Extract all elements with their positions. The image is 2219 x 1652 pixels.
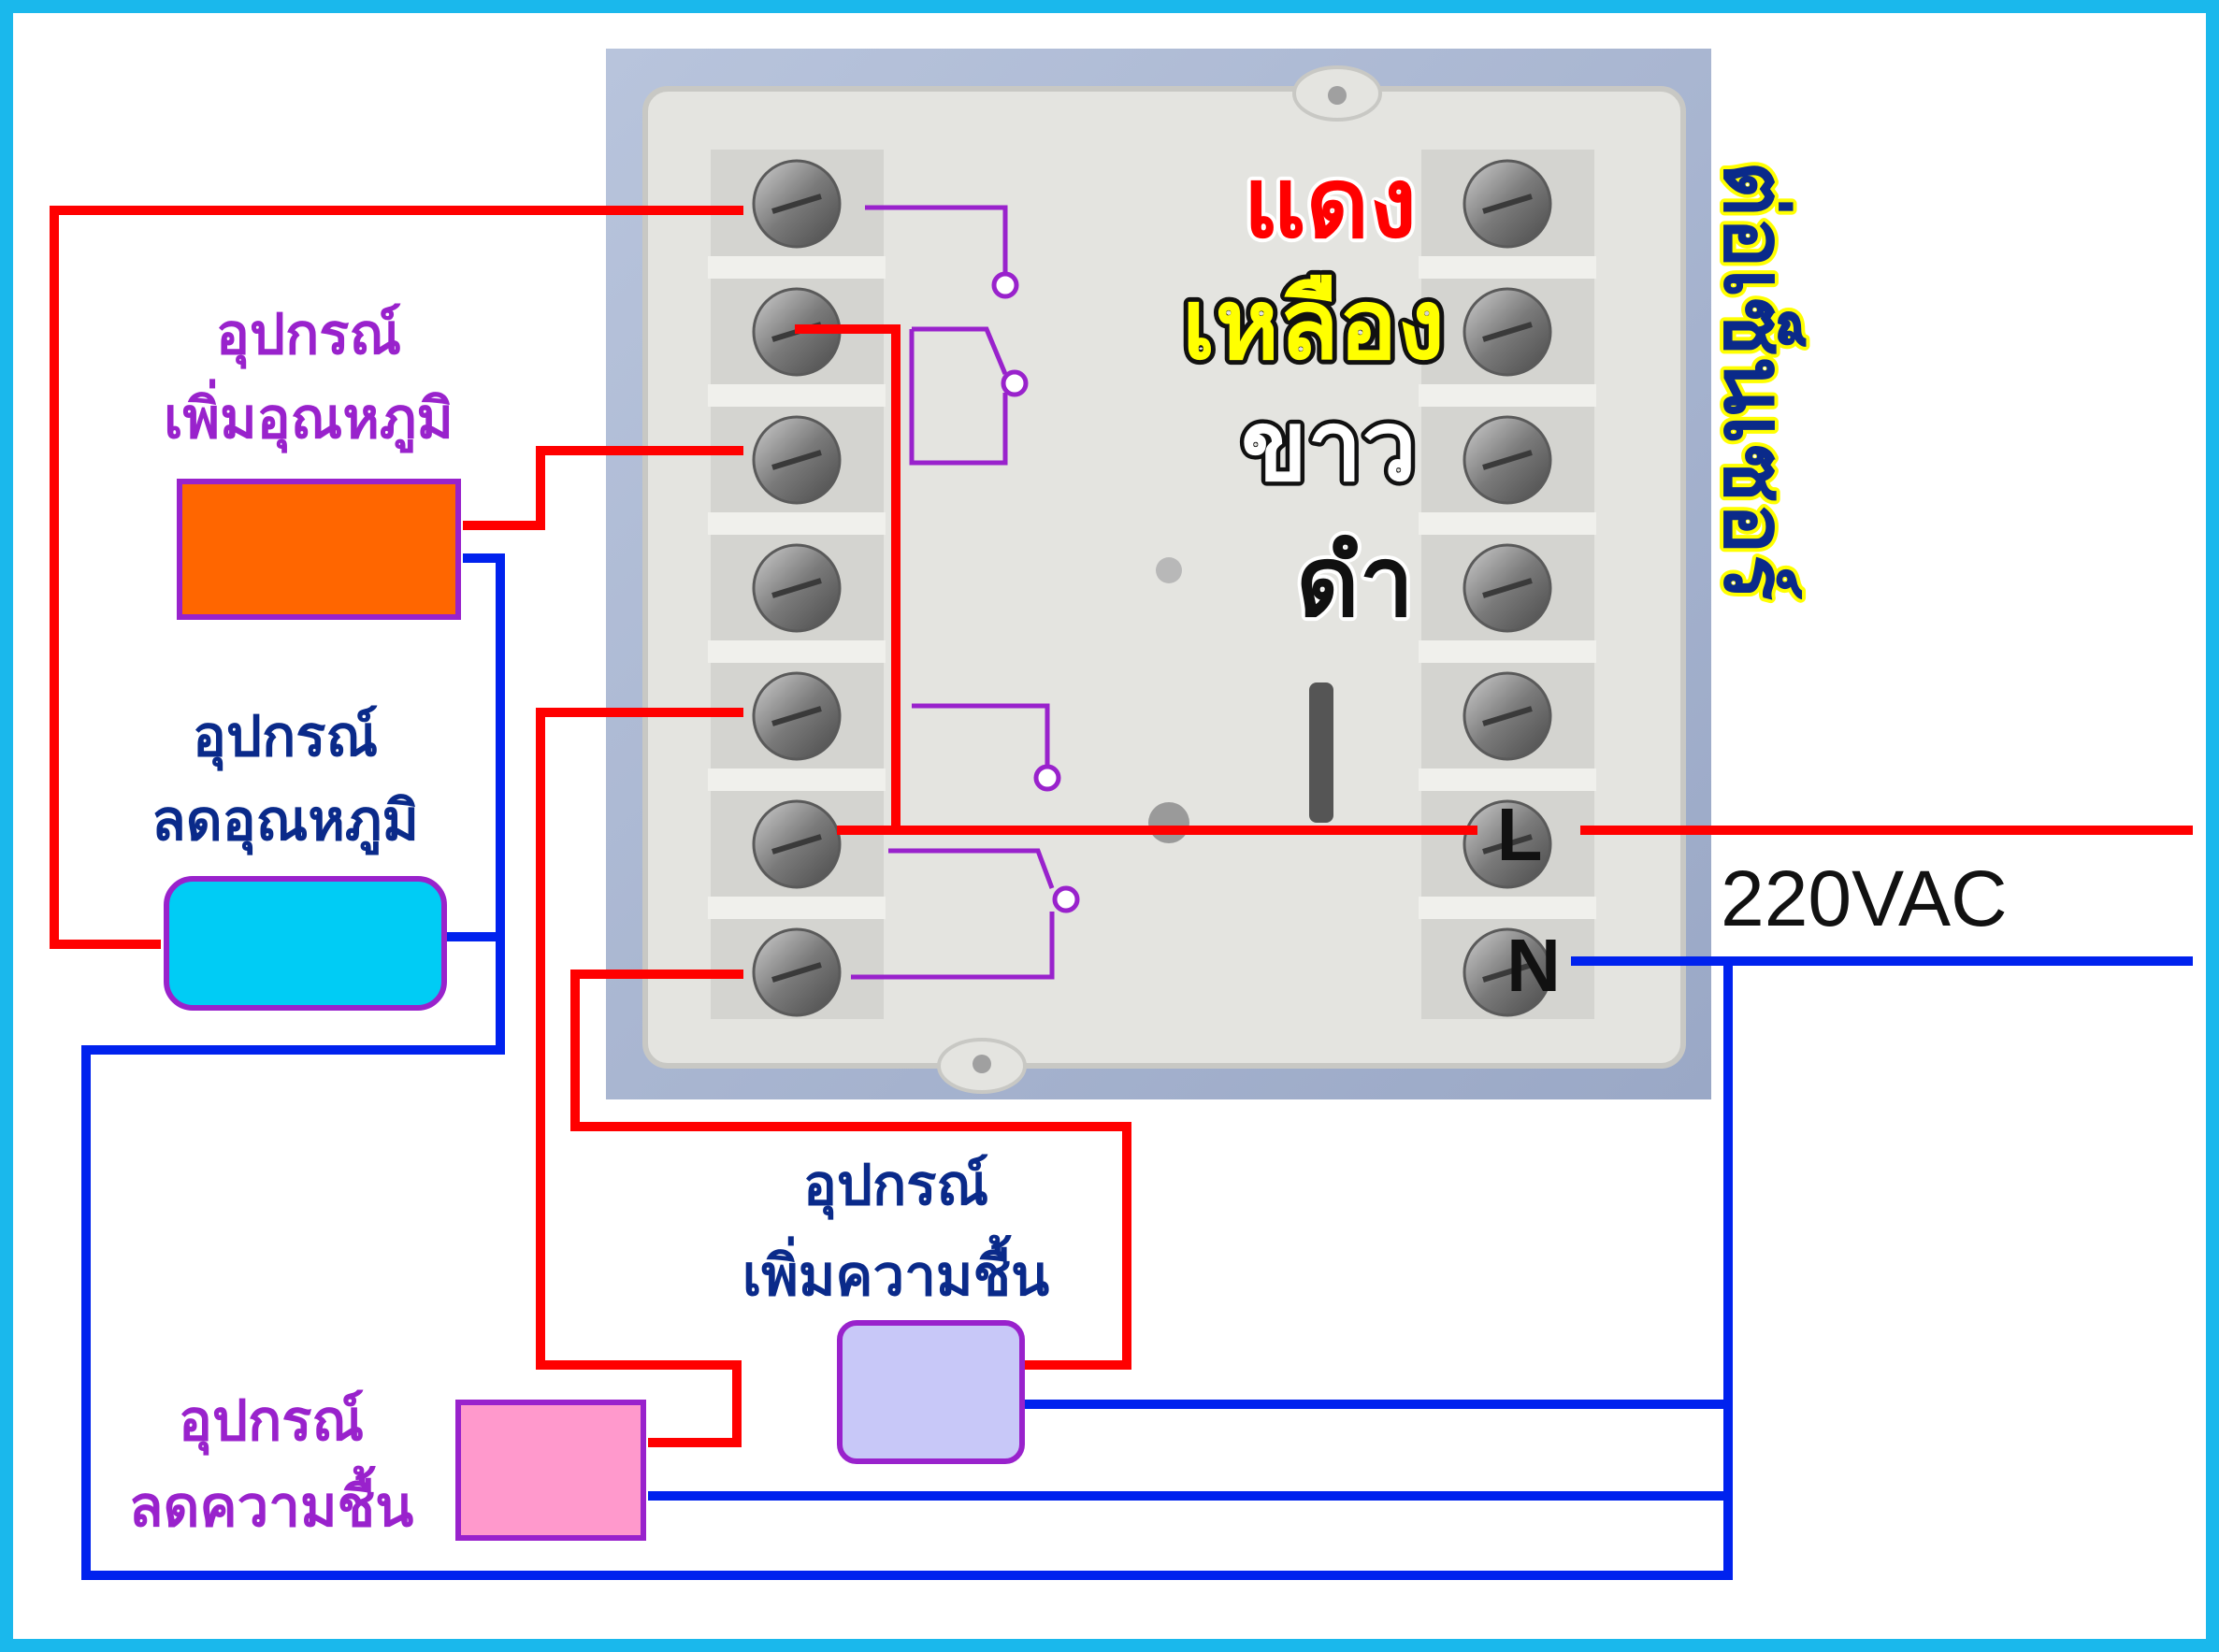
left-screw-divider-3 [708,512,886,535]
controller-photo [606,49,1711,1099]
right-screw-slot-6 [1482,834,1533,855]
neutral-wires [81,553,2193,1580]
dehumidifier-label: อุปกรณ์ ลดความชื้น [129,1388,414,1540]
cooler-label: อุปกรณ์ ลดอุณหภูมิ [151,704,419,855]
wire-heater-live [463,446,743,530]
dehumidifier-label-line1: อุปกรณ์ [179,1388,364,1456]
wire-color-yellow: เหลือง [1182,267,1445,381]
wire-color-white: ขาว [1241,389,1417,503]
dehumidifier-device [455,1400,646,1541]
sensor-wire-colors: แดง เหลือง ขาว ดำ [1177,142,1449,642]
right-screw-divider-1 [1419,256,1596,279]
right-screw-divider-3 [1419,512,1596,535]
wire-color-black: ดำ [1296,524,1414,639]
left-screw-slot-5 [771,706,822,726]
left-screw-slot-4 [771,578,822,598]
left-screw-slot-3 [771,450,822,470]
wire-cooler-live [50,206,743,949]
left-screw-divider-4 [708,640,886,663]
mount-hole-bottom [973,1055,991,1073]
right-screw-slot-5 [1482,706,1533,726]
socket-hole-center [1156,557,1182,583]
wire-neutral-return [81,553,1733,1580]
humidifier-device [837,1320,1025,1464]
left-screw-divider-1 [708,256,886,279]
dehumidifier-label-line2: ลดความชื้น [129,1465,414,1540]
heater-device [177,479,461,620]
cooler-device [164,876,447,1011]
mount-hole-top [1328,86,1347,105]
relay-heater-symbol [865,205,1019,299]
right-screw-slot-7 [1482,962,1533,983]
right-screw-divider-2 [1419,384,1596,407]
cooler-label-line2: ลดอุณหภูมิ [151,788,419,855]
right-screw-divider-6 [1419,897,1596,919]
socket-slot [1309,682,1333,823]
socket-hole-lower [1148,802,1189,843]
terminal-L-label: L [1497,793,1543,876]
wire-dehumid-live [536,708,743,1447]
relay-contacts [851,205,1080,980]
left-screw-divider-5 [708,769,886,791]
terminal-N-label: N [1506,924,1561,1007]
wire-humid-live [570,970,1131,1370]
relay-dehumid-symbol [851,848,1080,980]
relay-humid-symbol [912,703,1061,792]
relay-cooler-symbol [909,326,1029,466]
right-screw-divider-4 [1419,640,1596,663]
left-screw-divider-2 [708,384,886,407]
heater-label: อุปกรณ์ เพิ่มอุณหภูมิ [164,302,454,453]
sensor-label: ต่อเซ็นเซอร์ [1705,161,1807,600]
humidifier-label: อุปกรณ์ เพิ่มความชื้น [742,1153,1049,1309]
left-screw-slot-6 [771,834,822,855]
right-screw-slot-1 [1482,194,1533,214]
right-screw-slot-2 [1482,322,1533,342]
left-screw-divider-6 [708,897,886,919]
wire-color-red: แดง [1244,146,1417,260]
left-screw-slot-7 [771,962,822,983]
heater-label-line2: เพิ่มอุณหภูมิ [164,379,454,453]
supply-voltage-label: 220VAC [1721,855,2008,942]
humidifier-label-line2: เพิ่มความชื้น [742,1234,1049,1309]
cooler-label-line1: อุปกรณ์ [193,704,378,771]
wire-live-common [795,324,901,830]
humidifier-label-line1: อุปกรณ์ [803,1153,988,1220]
left-screw-slot-1 [771,194,822,214]
heater-label-line1: อุปกรณ์ [216,302,401,369]
right-screw-slot-3 [1482,450,1533,470]
left-terminal-screws [708,159,886,1017]
live-wires [50,206,2193,1447]
right-terminal-screws [1419,159,1596,1017]
right-screw-slot-4 [1482,578,1533,598]
right-screw-divider-5 [1419,769,1596,791]
